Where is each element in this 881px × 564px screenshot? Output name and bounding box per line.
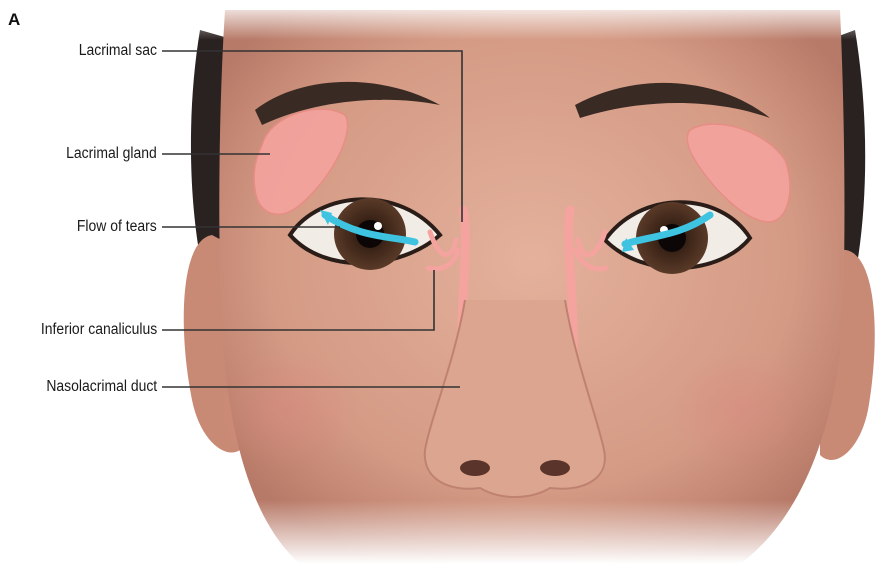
- label-nasolacrimal-duct: Nasolacrimal duct: [46, 378, 157, 396]
- right-cheek: [670, 350, 810, 470]
- label-lacrimal-gland: Lacrimal gland: [66, 145, 157, 163]
- label-inferior-canaliculus: Inferior canaliculus: [41, 321, 157, 339]
- panel-letter: A: [8, 10, 20, 30]
- left-cheek: [220, 350, 360, 470]
- label-lacrimal-sac: Lacrimal sac: [79, 42, 157, 60]
- label-flow-of-tears: Flow of tears: [77, 218, 157, 236]
